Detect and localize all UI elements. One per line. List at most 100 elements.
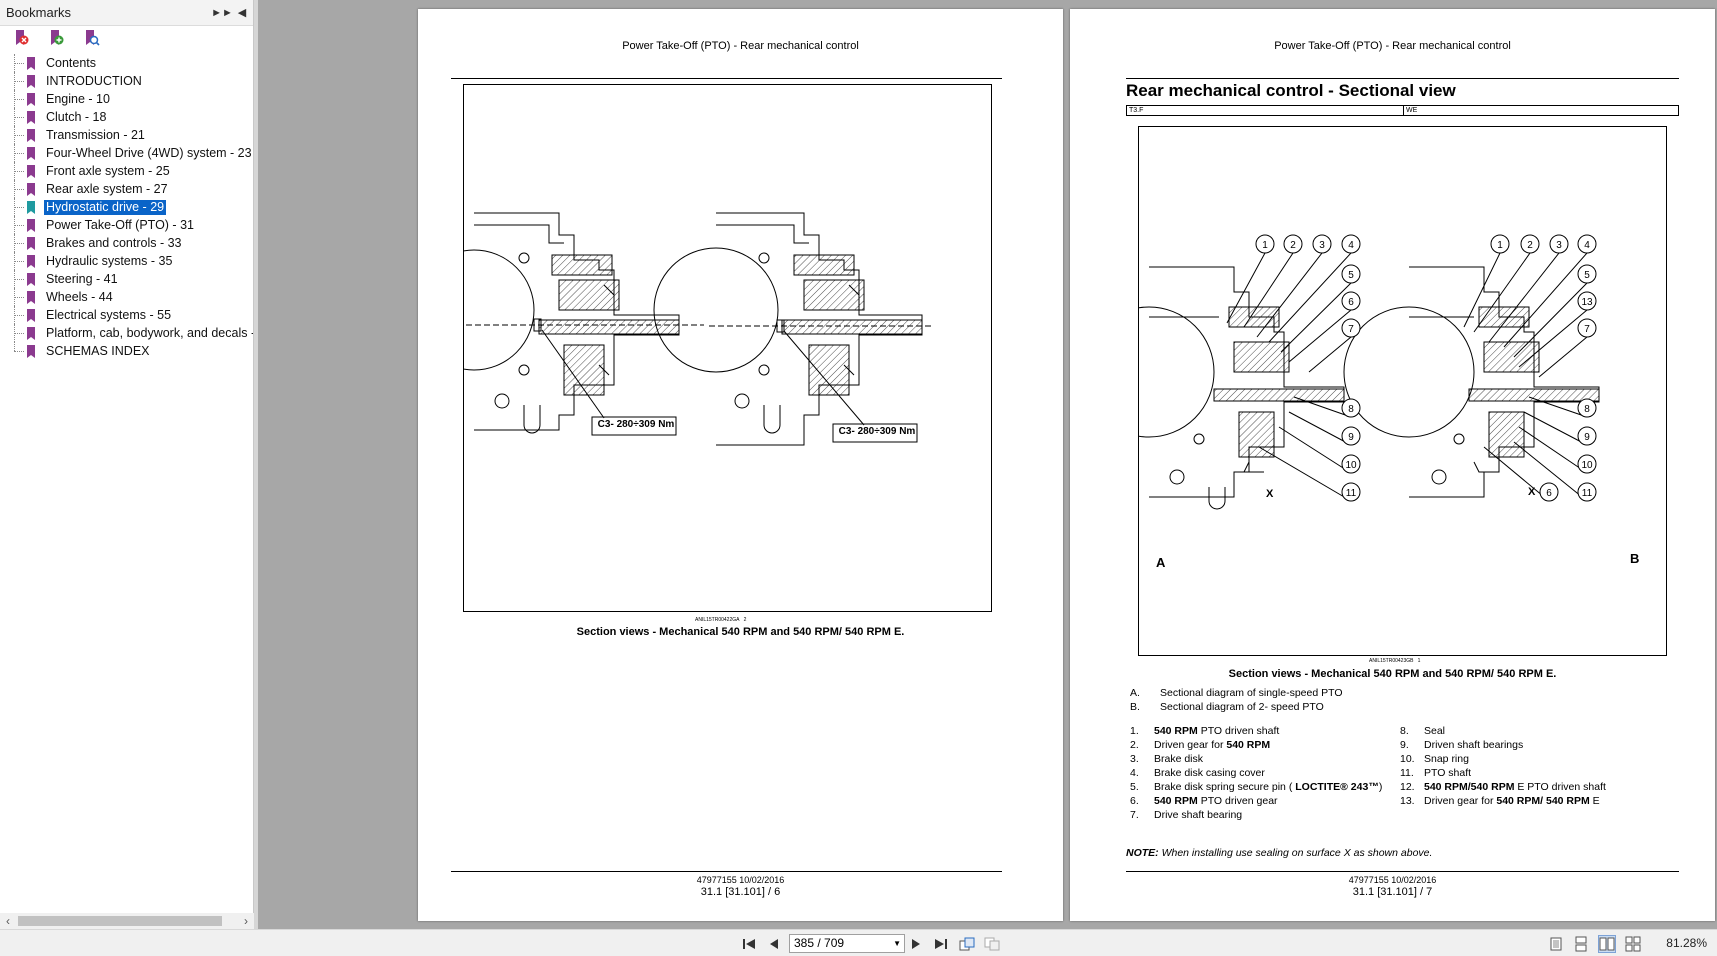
callout-a-1: 1 xyxy=(1255,234,1275,254)
bookmark-icon xyxy=(27,146,35,160)
footer-doc-id: 47977155 10/02/2016 xyxy=(696,875,785,885)
bookmark-label: Four-Wheel Drive (4WD) system - 23 xyxy=(46,145,252,160)
svg-text:2: 2 xyxy=(1290,240,1296,251)
bookmark-item[interactable]: SCHEMAS INDEX xyxy=(0,342,253,360)
bookmark-item[interactable]: INTRODUCTION xyxy=(0,72,253,90)
last-page-icon[interactable] xyxy=(932,935,950,953)
bookmark-icon xyxy=(27,182,35,196)
next-page-icon[interactable] xyxy=(907,935,925,953)
svg-text:1: 1 xyxy=(1262,240,1268,251)
callout-b-8: 8 xyxy=(1577,398,1597,418)
bookmark-item[interactable]: Engine - 10 xyxy=(0,90,253,108)
bookmark-label: Electrical systems - 55 xyxy=(46,307,172,322)
expand-panel-icon[interactable]: ►► xyxy=(211,6,233,19)
svg-text:7: 7 xyxy=(1348,324,1354,335)
bookmark-item[interactable]: Steering - 41 xyxy=(0,270,253,288)
torque-callout-left: C3- 280÷309 Nm xyxy=(597,419,675,430)
scroll-left-icon[interactable]: ‹ xyxy=(6,914,10,928)
callout-a-4: 4 xyxy=(1341,234,1361,254)
diagram-label-a: A xyxy=(1156,555,1166,570)
callout-a-8: 8 xyxy=(1341,398,1361,418)
bookmark-item[interactable]: Hydraulic systems - 35 xyxy=(0,252,253,270)
meta-right: WE xyxy=(1403,106,1417,115)
bookmark-label: Hydrostatic drive - 29 xyxy=(44,199,167,215)
next-view-icon[interactable] xyxy=(983,935,1001,953)
bookmark-item[interactable]: Rear axle system - 27 xyxy=(0,180,253,198)
legend-item: 4.Brake disk casing cover xyxy=(1130,767,1265,779)
page-dropdown-icon[interactable]: ▼ xyxy=(893,939,901,948)
bookmark-label: Wheels - 44 xyxy=(46,289,113,304)
page-number-input[interactable]: 385 / 709 ▼ xyxy=(789,934,905,953)
bookmark-item[interactable]: Brakes and controls - 33 xyxy=(0,234,253,252)
add-bookmark-icon[interactable] xyxy=(47,29,65,47)
callout-b-9: 9 xyxy=(1577,426,1597,446)
legend-item: 10.Snap ring xyxy=(1400,753,1469,765)
single-page-view-icon[interactable] xyxy=(1547,935,1565,953)
legend-letter-item: A.Sectional diagram of single-speed PTO xyxy=(1130,687,1343,699)
bookmark-label: Steering - 41 xyxy=(46,271,118,286)
callout-b-4: 4 xyxy=(1577,234,1597,254)
continuous-view-icon[interactable] xyxy=(1572,935,1590,953)
delete-bookmark-icon[interactable] xyxy=(12,29,30,47)
bookmark-item[interactable]: Front axle system - 25 xyxy=(0,162,253,180)
svg-text:8: 8 xyxy=(1348,404,1354,415)
find-bookmark-icon[interactable] xyxy=(82,29,100,47)
svg-text:5: 5 xyxy=(1584,270,1590,281)
bookmark-item[interactable]: Wheels - 44 xyxy=(0,288,253,306)
figure-caption: Section views - Mechanical 540 RPM and 5… xyxy=(576,626,905,638)
previous-view-icon[interactable] xyxy=(958,935,976,953)
svg-text:3: 3 xyxy=(1319,240,1325,251)
collapse-panel-icon[interactable]: ◀ xyxy=(237,7,247,19)
legend-item: 13.Driven gear for 540 RPM/ 540 RPM E xyxy=(1400,795,1600,807)
callout-a-11: 11 xyxy=(1341,482,1361,502)
callout-a-10: 10 xyxy=(1341,454,1361,474)
torque-callout-right: C3- 280÷309 Nm xyxy=(838,426,916,437)
panel-splitter[interactable] xyxy=(254,0,258,929)
sidebar-horizontal-scrollbar[interactable]: ‹ › xyxy=(0,913,254,929)
bookmark-label: Platform, cab, bodywork, and decals - xyxy=(46,325,253,340)
bookmark-item[interactable]: Electrical systems - 55 xyxy=(0,306,253,324)
bookmark-icon xyxy=(27,56,35,70)
document-page-7: Power Take-Off (PTO) - Rear mechanical c… xyxy=(1070,9,1715,921)
scroll-thumb[interactable] xyxy=(18,916,222,926)
bookmark-item[interactable]: Four-Wheel Drive (4WD) system - 23 xyxy=(0,144,253,162)
svg-text:9: 9 xyxy=(1348,432,1354,443)
callout-b-10: 10 xyxy=(1577,454,1597,474)
bookmark-item[interactable]: Contents xyxy=(0,54,253,72)
continuous-facing-view-icon[interactable] xyxy=(1624,935,1642,953)
figure-frame: 1 2 3 4 5 6 7 8 9 10 11 1 2 3 4 5 13 xyxy=(1083,126,1667,656)
installation-note: NOTE: When installing use sealing on sur… xyxy=(1126,847,1433,859)
legend-item: 2.Driven gear for 540 RPM xyxy=(1130,739,1271,751)
bookmark-item[interactable]: Clutch - 18 xyxy=(0,108,253,126)
bookmark-icon xyxy=(27,218,35,232)
first-page-icon[interactable] xyxy=(740,935,758,953)
figure-frame xyxy=(413,84,992,612)
bookmark-icon xyxy=(27,344,35,358)
bookmark-icon xyxy=(27,200,35,214)
zoom-level[interactable]: 81.28% xyxy=(1666,936,1707,950)
svg-text:8: 8 xyxy=(1584,404,1590,415)
scroll-right-icon[interactable]: › xyxy=(244,914,248,928)
footer-page-number: 31.1 [31.101] / 7 xyxy=(1352,886,1433,898)
bookmark-item[interactable]: Transmission - 21 xyxy=(0,126,253,144)
document-page-6: Power Take-Off (PTO) - Rear mechanical c… xyxy=(413,9,1063,921)
bookmark-item[interactable]: Platform, cab, bodywork, and decals - xyxy=(0,324,253,342)
bookmarks-header: Bookmarks ►► ◀ xyxy=(0,0,253,26)
callout-a-9: 9 xyxy=(1341,426,1361,446)
bookmark-icon xyxy=(27,92,35,106)
legend-letter-item: B.Sectional diagram of 2- speed PTO xyxy=(1130,701,1324,713)
facing-pages-view-icon[interactable] xyxy=(1598,935,1616,953)
callout-a-6: 6 xyxy=(1341,291,1361,311)
section-title: Rear mechanical control - Sectional view xyxy=(1126,81,1456,100)
legend-item: 6.540 RPM PTO driven gear xyxy=(1130,795,1278,807)
bookmark-item[interactable]: Power Take-Off (PTO) - 31 xyxy=(0,216,253,234)
callout-b-7: 7 xyxy=(1577,318,1597,338)
bookmark-label: Power Take-Off (PTO) - 31 xyxy=(46,217,194,232)
bookmark-item[interactable]: Hydrostatic drive - 29 xyxy=(0,198,253,216)
callout-b-3: 3 xyxy=(1549,234,1569,254)
page-header: Power Take-Off (PTO) - Rear mechanical c… xyxy=(622,40,859,52)
bookmark-icon xyxy=(27,74,35,88)
legend-item: 9.Driven shaft bearings xyxy=(1400,739,1524,751)
previous-page-icon[interactable] xyxy=(765,935,783,953)
